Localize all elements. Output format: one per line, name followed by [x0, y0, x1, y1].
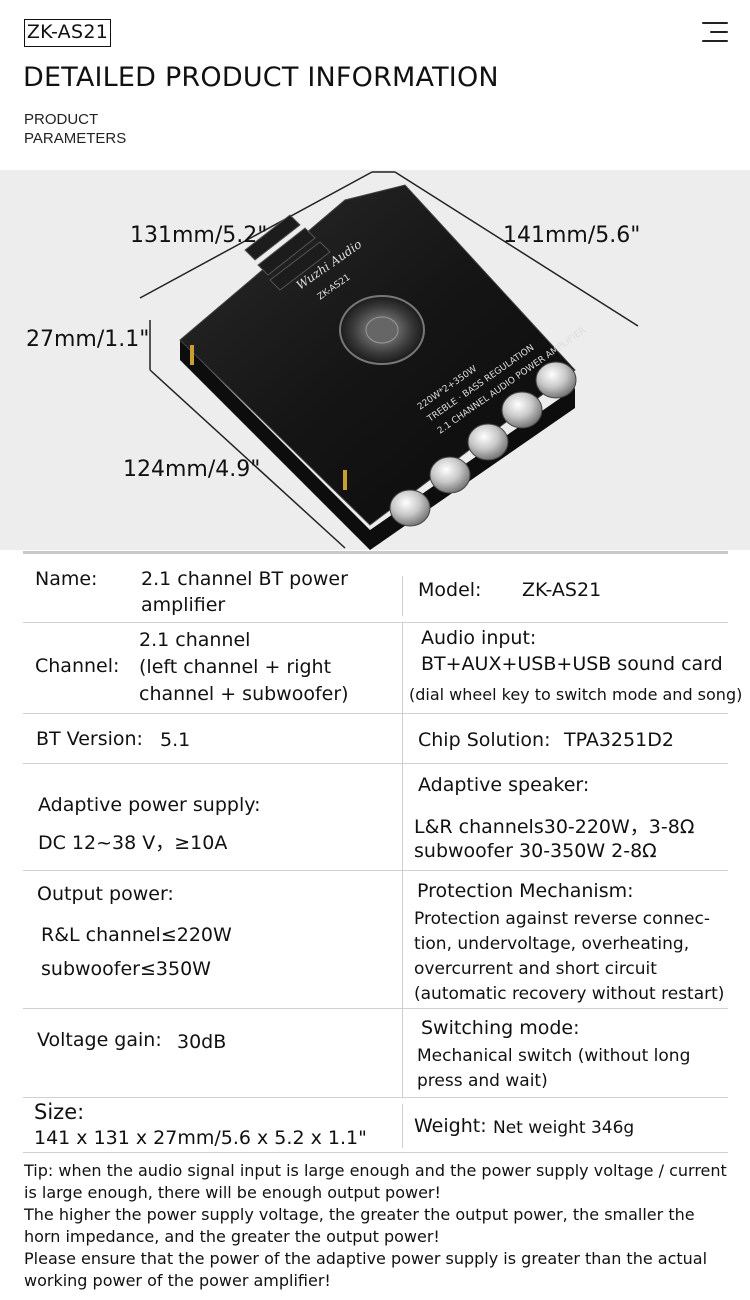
channel-label: Channel:: [35, 655, 120, 677]
bt-version-value: 5.1: [160, 729, 191, 751]
spec-row-name: Name: 2.1 channel BT power amplifier Mod…: [23, 554, 728, 623]
bt-version-label: BT Version:: [36, 728, 143, 750]
switching-mode-label: Switching mode:: [421, 1017, 580, 1039]
knob-bass: [501, 391, 543, 429]
name-value-line-2: amplifier: [141, 594, 226, 616]
speaker-value-line-1: L&R channels30-220W，3-8Ω: [414, 816, 695, 838]
channel-value-line-2: (left channel + right: [139, 656, 332, 678]
name-value-line-1: 2.1 channel BT power: [141, 568, 348, 590]
protection-line-2: tion, undervoltage, overheating,: [414, 934, 690, 954]
knob-main-volume: [535, 361, 577, 399]
chip-solution-label: Chip Solution:: [418, 729, 551, 751]
spec-row-channel: Channel: 2.1 channel (left channel + rig…: [23, 623, 742, 714]
speaker-value-line-2: subwoofer 30-350W 2-8Ω: [414, 840, 657, 862]
model-value: ZK-AS21: [522, 579, 602, 601]
power-supply-value: DC 12~38 V，≥10A: [38, 832, 228, 854]
dimension-length: 141mm/5.6": [503, 223, 641, 248]
amplifier-board-illustration: Wuzhi Audio ZK-AS21 220W*2+350W TREBLE ·…: [139, 171, 639, 550]
weight-label: Weight:: [414, 1115, 487, 1137]
protection-line-4: (automatic recovery without restart): [414, 984, 725, 1004]
spec-row-power-supply: Adaptive power supply: DC 12~38 V，≥10A A…: [23, 764, 728, 871]
protection-label: Protection Mechanism:: [417, 880, 634, 902]
dimension-width: 131mm/5.2": [130, 223, 268, 248]
brand-logo-box: ZK-AS21: [24, 19, 111, 47]
knob-treble: [467, 423, 509, 461]
knob-subwoofer-volume: [429, 456, 471, 494]
channel-value-line-1: 2.1 channel: [139, 629, 251, 651]
size-value: 141 x 131 x 27mm/5.6 x 5.2 x 1.1": [34, 1127, 367, 1149]
size-label: Size:: [34, 1100, 85, 1124]
model-label: Model:: [418, 579, 482, 601]
spec-row-voltage-gain: Voltage gain: 30dB Switching mode: Mecha…: [23, 1009, 728, 1098]
output-power-label: Output power:: [37, 883, 174, 905]
table-top-rule: [23, 551, 728, 554]
power-supply-label: Adaptive power supply:: [38, 794, 261, 816]
subtitle-line-1: PRODUCT: [24, 111, 99, 128]
tip-paragraph-3: Please ensure that the power of the adap…: [24, 1249, 708, 1290]
dimension-height: 27mm/1.1": [26, 327, 150, 352]
product-photo: Wuzhi Audio ZK-AS21 220W*2+350W TREBLE ·…: [0, 170, 750, 550]
switching-mode-value-line-1: Mechanical switch (without long: [417, 1046, 691, 1066]
tip-paragraph-1: Tip: when the audio signal input is larg…: [24, 1161, 727, 1202]
voltage-gain-label: Voltage gain:: [37, 1029, 162, 1051]
spec-row-bt-version: BT Version: 5.1 Chip Solution: TPA3251D2: [23, 714, 728, 764]
voltage-gain-value: 30dB: [177, 1031, 227, 1053]
audio-input-label: Audio input:: [421, 627, 537, 649]
section-subtitle: PRODUCT PARAMETERS: [24, 110, 126, 148]
weight-value: Net weight 346g: [493, 1118, 635, 1138]
page-title: DETAILED PRODUCT INFORMATION: [23, 62, 499, 93]
subtitle-line-2: PARAMETERS: [24, 130, 127, 147]
audio-input-value: BT+AUX+USB+USB sound card: [421, 653, 723, 675]
speaker-label: Adaptive speaker:: [418, 774, 590, 796]
knob-subwoofer-freq: [389, 489, 431, 527]
hamburger-menu-icon[interactable]: [700, 20, 730, 46]
tip-paragraph-2: The higher the power supply voltage, the…: [24, 1205, 695, 1246]
audio-input-note: (dial wheel key to switch mode and song): [409, 685, 743, 704]
protection-line-1: Protection against reverse connec-: [414, 909, 710, 929]
output-power-value-line-1: R&L channel≤220W: [41, 924, 232, 946]
spec-row-size: Size: 141 x 131 x 27mm/5.6 x 5.2 x 1.1" …: [23, 1098, 728, 1153]
chip-solution-value: TPA3251D2: [564, 729, 674, 751]
name-label: Name:: [35, 568, 98, 590]
output-power-value-line-2: subwoofer≤350W: [41, 958, 211, 980]
spec-row-output-power: Output power: R&L channel≤220W subwoofer…: [23, 871, 728, 1009]
protection-line-3: overcurrent and short circuit: [414, 959, 657, 979]
dimension-depth: 124mm/4.9": [123, 457, 261, 482]
switching-mode-value-line-2: press and wait): [417, 1071, 548, 1091]
channel-value-line-3: channel + subwoofer): [139, 683, 349, 705]
tip-notes: Tip: when the audio signal input is larg…: [24, 1160, 734, 1292]
